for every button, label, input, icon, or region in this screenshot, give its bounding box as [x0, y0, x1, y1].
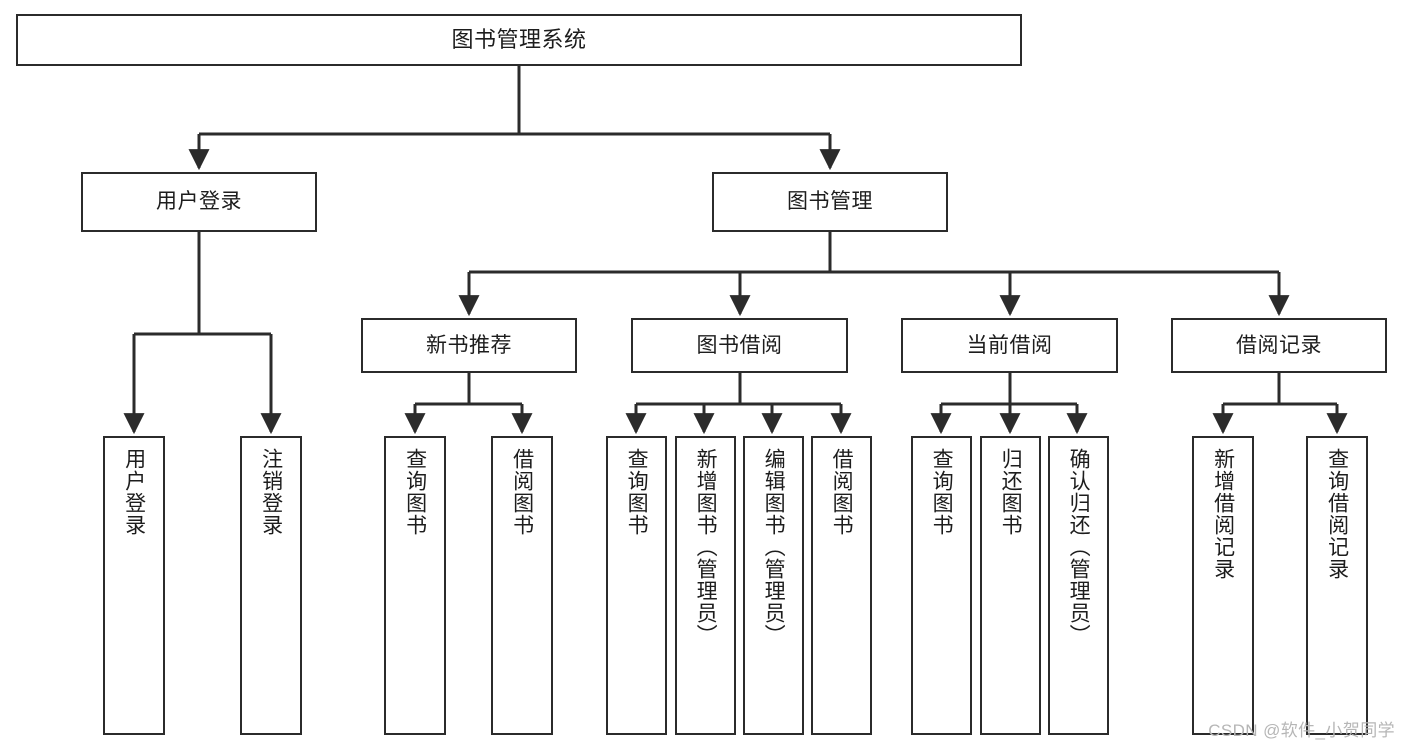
- node-user-login[interactable]: 用户登录: [81, 172, 317, 232]
- leaf-book-borrow-query[interactable]: 查询图书: [606, 436, 667, 735]
- node-label: 图书管理系统: [451, 26, 587, 52]
- node-current-borrow[interactable]: 当前借阅: [901, 318, 1118, 373]
- leaf-book-borrow-add[interactable]: 新增图书（管理员）: [675, 436, 736, 735]
- node-label: 归还图书: [999, 448, 1023, 536]
- node-book-borrow[interactable]: 图书借阅: [631, 318, 848, 373]
- node-label: 用户登录: [122, 448, 146, 536]
- node-label: 当前借阅: [966, 333, 1053, 357]
- leaf-user-login-logout[interactable]: 注销登录: [240, 436, 302, 735]
- leaf-new-book-borrow[interactable]: 借阅图书: [491, 436, 553, 735]
- csdn-watermark: CSDN @软件_小贺同学: [1208, 721, 1395, 740]
- leaf-new-book-query[interactable]: 查询图书: [384, 436, 446, 735]
- node-book-management[interactable]: 图书管理: [712, 172, 948, 232]
- node-label: 借阅图书: [510, 448, 534, 536]
- node-label: 借阅图书: [830, 448, 854, 536]
- node-label: 查询图书: [930, 448, 954, 536]
- node-label: 新书推荐: [426, 333, 512, 357]
- leaf-borrow-record-add[interactable]: 新增借阅记录: [1192, 436, 1254, 735]
- node-label: 注销登录: [259, 448, 283, 536]
- node-label: 查询图书: [403, 448, 427, 536]
- node-label: 图书借阅: [696, 333, 783, 357]
- node-new-book-recommend[interactable]: 新书推荐: [361, 318, 577, 373]
- node-label: 查询借阅记录: [1325, 448, 1349, 580]
- leaf-current-borrow-return[interactable]: 归还图书: [980, 436, 1041, 735]
- node-label: 借阅记录: [1236, 333, 1322, 357]
- leaf-book-borrow-borrow[interactable]: 借阅图书: [811, 436, 872, 735]
- node-label: 新增借阅记录: [1211, 448, 1235, 580]
- node-label: 确认归还（管理员）: [1067, 448, 1091, 646]
- node-label: 新增图书（管理员）: [694, 448, 718, 646]
- leaf-book-borrow-edit[interactable]: 编辑图书（管理员）: [743, 436, 804, 735]
- leaf-current-borrow-confirm-return[interactable]: 确认归还（管理员）: [1048, 436, 1109, 735]
- node-label: 用户登录: [156, 190, 242, 214]
- node-label: 查询图书: [625, 448, 649, 536]
- node-label: 编辑图书（管理员）: [762, 448, 786, 646]
- node-label: 图书管理: [787, 190, 873, 214]
- node-borrow-record[interactable]: 借阅记录: [1171, 318, 1387, 373]
- node-root-library-management-system[interactable]: 图书管理系统: [16, 14, 1022, 66]
- leaf-current-borrow-query[interactable]: 查询图书: [911, 436, 972, 735]
- leaf-user-login-login[interactable]: 用户登录: [103, 436, 165, 735]
- leaf-borrow-record-query[interactable]: 查询借阅记录: [1306, 436, 1368, 735]
